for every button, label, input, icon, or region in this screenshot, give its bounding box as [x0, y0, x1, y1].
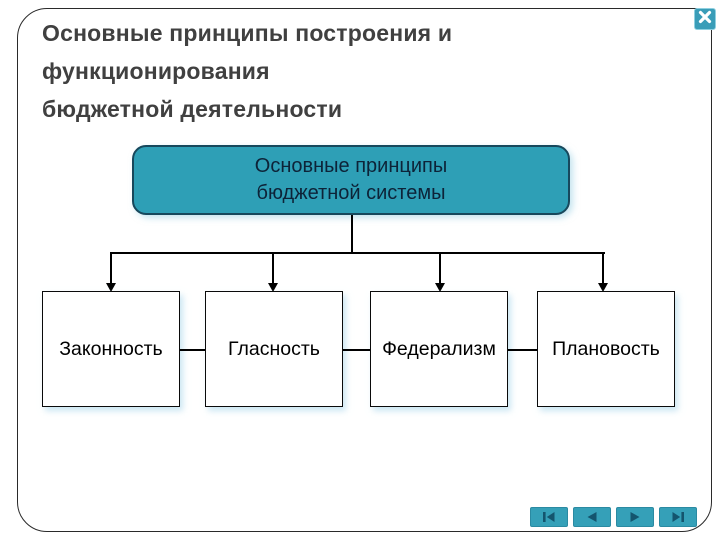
connector-drop-2 — [272, 254, 274, 284]
diagram-node-planovost: Плановость — [537, 291, 675, 407]
connector-root-stem — [351, 215, 353, 253]
slide-frame-border — [17, 8, 712, 532]
nav-first-slide-button[interactable] — [530, 507, 568, 527]
previous-icon — [583, 511, 601, 523]
diagram-node-glasnost: Гласность — [205, 291, 343, 407]
slide-title: Основные принципы построения и функциони… — [42, 14, 642, 128]
connector-drop-4 — [602, 254, 604, 284]
diagram-root-node: Основные принципы бюджетной системы — [132, 145, 570, 215]
connector-horizontal-bar — [110, 252, 605, 254]
link-node3-node4 — [508, 349, 537, 351]
diagram-root-label-line-2: бюджетной системы — [256, 182, 446, 204]
next-icon — [626, 511, 644, 523]
diagram-node-label: Гласность — [228, 337, 320, 360]
link-node2-node3 — [343, 349, 370, 351]
diagram-node-label: Законность — [59, 337, 163, 360]
diagram-node-label: Федерализм — [382, 337, 496, 360]
close-button[interactable] — [694, 8, 716, 30]
close-icon — [698, 10, 712, 29]
connector-drop-1 — [110, 254, 112, 284]
skip-to-start-icon — [540, 511, 558, 523]
slide-title-line-2: функционирования — [42, 58, 270, 84]
link-node1-node2 — [180, 349, 205, 351]
diagram-node-zakonnost: Законность — [42, 291, 180, 407]
connector-drop-3 — [439, 254, 441, 284]
arrow-down-icon — [106, 283, 116, 292]
diagram-node-label: Плановость — [552, 337, 660, 360]
arrow-down-icon — [435, 283, 445, 292]
arrow-down-icon — [598, 283, 608, 292]
nav-previous-slide-button[interactable] — [573, 507, 611, 527]
diagram-node-federalizm: Федерализм — [370, 291, 508, 407]
diagram-root-label-line-1: Основные принципы — [254, 155, 448, 177]
skip-to-end-icon — [669, 511, 687, 523]
nav-last-slide-button[interactable] — [659, 507, 697, 527]
arrow-down-icon — [268, 283, 278, 292]
slide-title-line-3: бюджетной деятельности — [42, 96, 343, 122]
slide-title-line-1: Основные принципы построения и — [42, 20, 453, 46]
nav-next-slide-button[interactable] — [616, 507, 654, 527]
